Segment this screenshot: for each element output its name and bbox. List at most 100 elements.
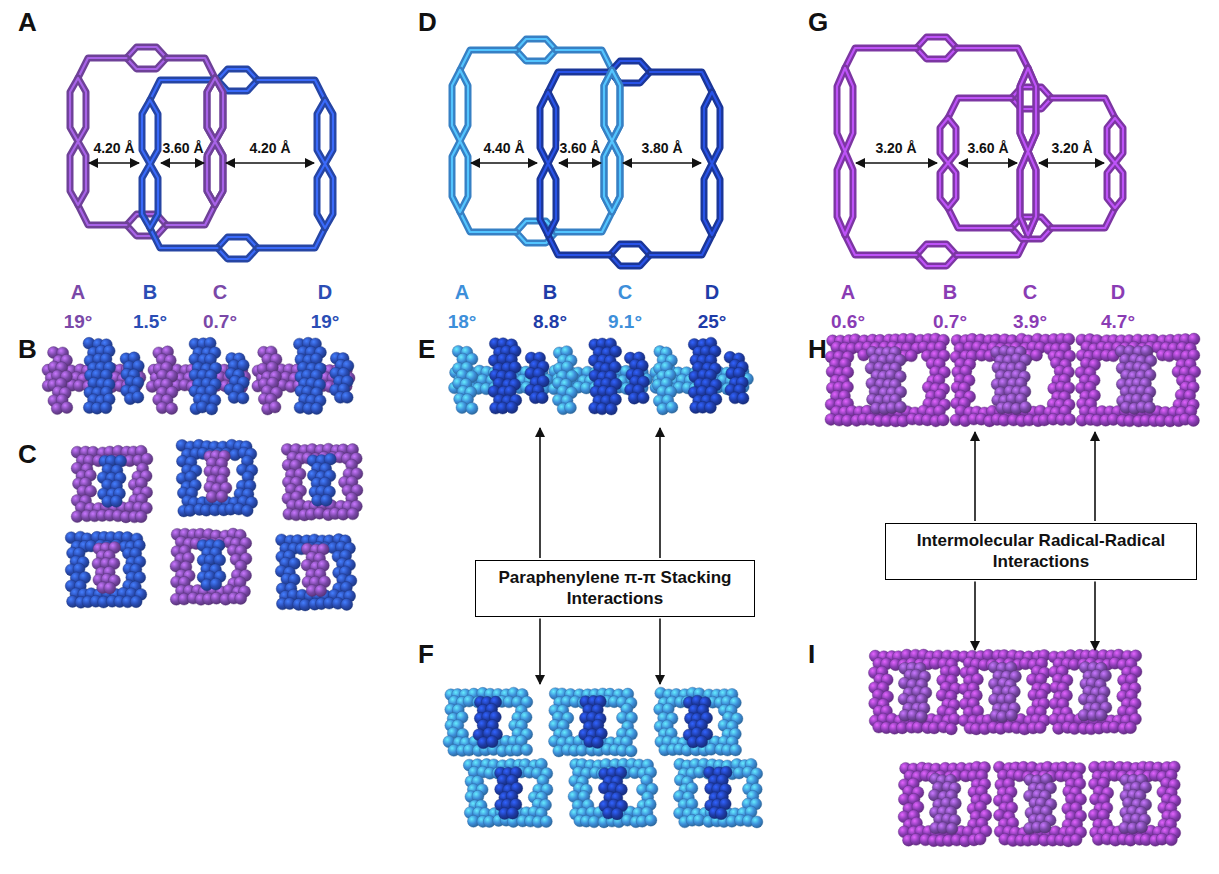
atom-sphere [241, 505, 253, 517]
stick-bond [917, 244, 957, 266]
atom-sphere [507, 807, 519, 819]
stick-bond [548, 235, 712, 255]
stick-highlight [704, 92, 720, 235]
atom-sphere [315, 585, 327, 597]
space-filling-model [293, 337, 326, 414]
space-filling-model [688, 337, 722, 413]
stick-bond [548, 72, 712, 92]
distance-arrow [161, 162, 204, 164]
stick-bond [207, 78, 223, 205]
stick-bond [1107, 118, 1123, 208]
atom-sphere [521, 744, 533, 756]
space-filling-model [868, 649, 962, 735]
atom-sphere [61, 402, 73, 414]
space-filling-model [92, 542, 121, 594]
space-filling-model [224, 353, 249, 405]
atom-sphere [1030, 349, 1042, 361]
stick-highlight [127, 47, 167, 69]
stick-highlight [604, 70, 620, 212]
stick-bond [845, 48, 1028, 68]
atom-sphere [132, 391, 144, 403]
atom-sphere [506, 401, 518, 413]
stick-bond [917, 37, 957, 59]
space-filling-model [1115, 345, 1157, 414]
space-filling-model [443, 687, 533, 757]
space-filling-model [825, 333, 951, 427]
atom-sphere [540, 815, 552, 827]
atom-sphere [1019, 401, 1031, 413]
stick-bond [127, 47, 167, 69]
stick-bond [452, 70, 468, 212]
space-filling-model [549, 688, 638, 757]
atom-sphere [235, 592, 247, 604]
stick-bond [604, 70, 620, 212]
space-filling-model [525, 352, 549, 404]
space-filling-model [1075, 333, 1201, 427]
atom-sphere [645, 814, 657, 826]
space-filling-model [281, 443, 363, 521]
atom-sphere [905, 350, 917, 362]
space-filling-model [153, 346, 178, 415]
atom-sphere [110, 495, 122, 507]
stick-bond [704, 92, 720, 235]
stick-bond [540, 92, 556, 235]
space-filling-model [48, 347, 73, 415]
atom-sphere [206, 403, 218, 415]
space-filling-model [652, 346, 678, 415]
space-filling-model [673, 758, 762, 828]
space-filling-model [950, 333, 1076, 427]
catenane-stick-model [837, 37, 1123, 266]
atom-sphere [1064, 414, 1076, 426]
distance-arrow [856, 162, 937, 164]
space-filling-model [991, 345, 1032, 414]
stick-highlight [70, 78, 86, 205]
stick-bond [142, 100, 158, 228]
stick-bond [604, 70, 620, 212]
atom-sphere [166, 402, 178, 414]
atom-sphere [100, 402, 112, 414]
stick-bond [317, 100, 333, 228]
atom-sphere [696, 736, 708, 748]
distance-arrow [623, 162, 701, 164]
atom-sphere [311, 402, 323, 414]
atom-sphere [466, 402, 478, 414]
atom-sphere [666, 401, 678, 413]
stick-highlight [604, 70, 620, 212]
space-filling-model [275, 534, 357, 611]
space-filling-model [724, 351, 749, 404]
atom-sphere [320, 494, 332, 506]
space-filling-model [703, 766, 732, 820]
stick-bond [1020, 68, 1036, 235]
stick-bond [837, 68, 853, 235]
stick-highlight [917, 37, 957, 59]
space-filling-model [654, 687, 743, 756]
stick-highlight [317, 100, 333, 228]
atom-sphere [1187, 415, 1199, 427]
space-filling-model [97, 455, 126, 507]
atom-sphere [216, 491, 228, 503]
stick-bond [460, 50, 612, 70]
catenane-stick-model [70, 47, 333, 259]
space-filling-model [170, 528, 252, 605]
stick-highlight [460, 50, 612, 70]
distance-arrow [471, 162, 537, 164]
atom-sphere [486, 736, 498, 748]
stick-highlight [1107, 118, 1123, 208]
atom-sphere [269, 401, 281, 413]
atom-sphere [104, 582, 116, 594]
stick-bond [516, 39, 556, 61]
space-filling-model [579, 696, 608, 749]
atom-sphere [704, 402, 716, 414]
stick-highlight [150, 80, 325, 100]
stick-bond [460, 212, 612, 232]
stick-highlight [460, 212, 612, 232]
distance-arrow [1039, 162, 1104, 164]
space-filling-model [257, 346, 282, 415]
stick-highlight [1020, 68, 1036, 235]
space-filling-model [204, 450, 232, 503]
space-filling-model [83, 337, 115, 414]
space-filling-model [330, 352, 354, 403]
atom-sphere [347, 508, 359, 520]
atom-sphere [1144, 402, 1156, 414]
stick-highlight [540, 92, 556, 235]
